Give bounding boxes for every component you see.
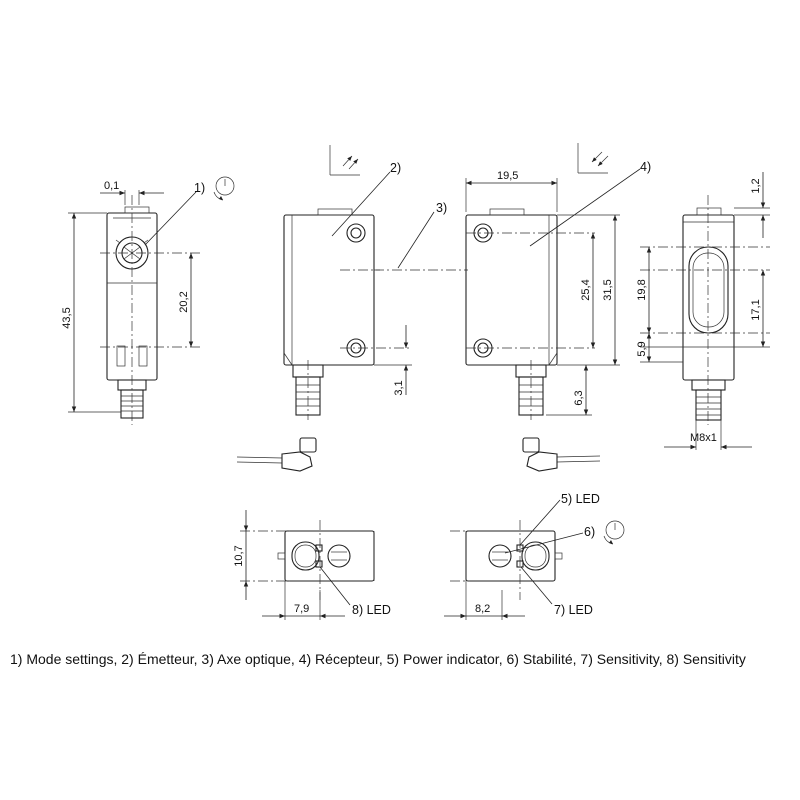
dim-10-7: 10,7 <box>233 545 245 566</box>
dim-6-3: 6,3 <box>573 390 585 405</box>
emitter-top-view: 10,7 7,9 8) LED <box>233 510 391 620</box>
callout-stability: 6) <box>584 525 595 539</box>
dim-25-4: 25,4 <box>580 279 592 300</box>
emitter-light-icon <box>329 145 360 176</box>
dim-0-1: 0,1 <box>104 180 119 192</box>
dim-8-2: 8,2 <box>475 603 490 615</box>
callout-emitter: 2) <box>390 161 401 175</box>
cable-receiver <box>522 437 601 472</box>
callout-receiver: 4) <box>640 160 651 174</box>
dim-20-2: 20,2 <box>178 291 190 312</box>
dim-7-9: 7,9 <box>294 603 309 615</box>
dim-17-1: 17,1 <box>750 299 762 320</box>
dim-m8x1: M8x1 <box>690 432 717 444</box>
dim-31-5: 31,5 <box>602 279 614 300</box>
dim-3-1: 3,1 <box>393 380 405 395</box>
receiver-top-view: 8,2 5) LED 6) 7) LED <box>444 492 625 620</box>
receiver-light-icon <box>577 143 609 174</box>
callout-led-7: 7) LED <box>554 603 593 617</box>
dim-19-5: 19,5 <box>497 170 518 182</box>
cable-emitter <box>236 437 317 472</box>
rotary-adjust-icon <box>603 520 625 545</box>
dim-19-8: 19,8 <box>636 279 648 300</box>
callout-led-8: 8) LED <box>352 603 391 617</box>
callout-mode-settings: 1) <box>194 181 205 195</box>
dim-5-9: 5,9 <box>636 341 648 356</box>
receiver-front-view: 4) 19,5 25,4 31,5 6,3 <box>465 143 651 472</box>
optical-axis: 3) <box>374 201 468 271</box>
side-view-right: 1,2 19,8 17,1 5,9 M8x1 <box>636 172 770 450</box>
emitter-front-view: 2) 3,1 <box>236 145 412 472</box>
callout-optical-axis: 3) <box>436 201 447 215</box>
dim-43-5: 43,5 <box>61 307 73 328</box>
side-view-left: 0,1 43,5 20,2 1) <box>61 176 235 425</box>
legend-caption: 1) Mode settings, 2) Émetteur, 3) Axe op… <box>10 651 746 667</box>
rotary-adjust-icon <box>213 176 235 201</box>
dim-1-2: 1,2 <box>750 178 762 193</box>
callout-power-led: 5) LED <box>561 492 600 506</box>
